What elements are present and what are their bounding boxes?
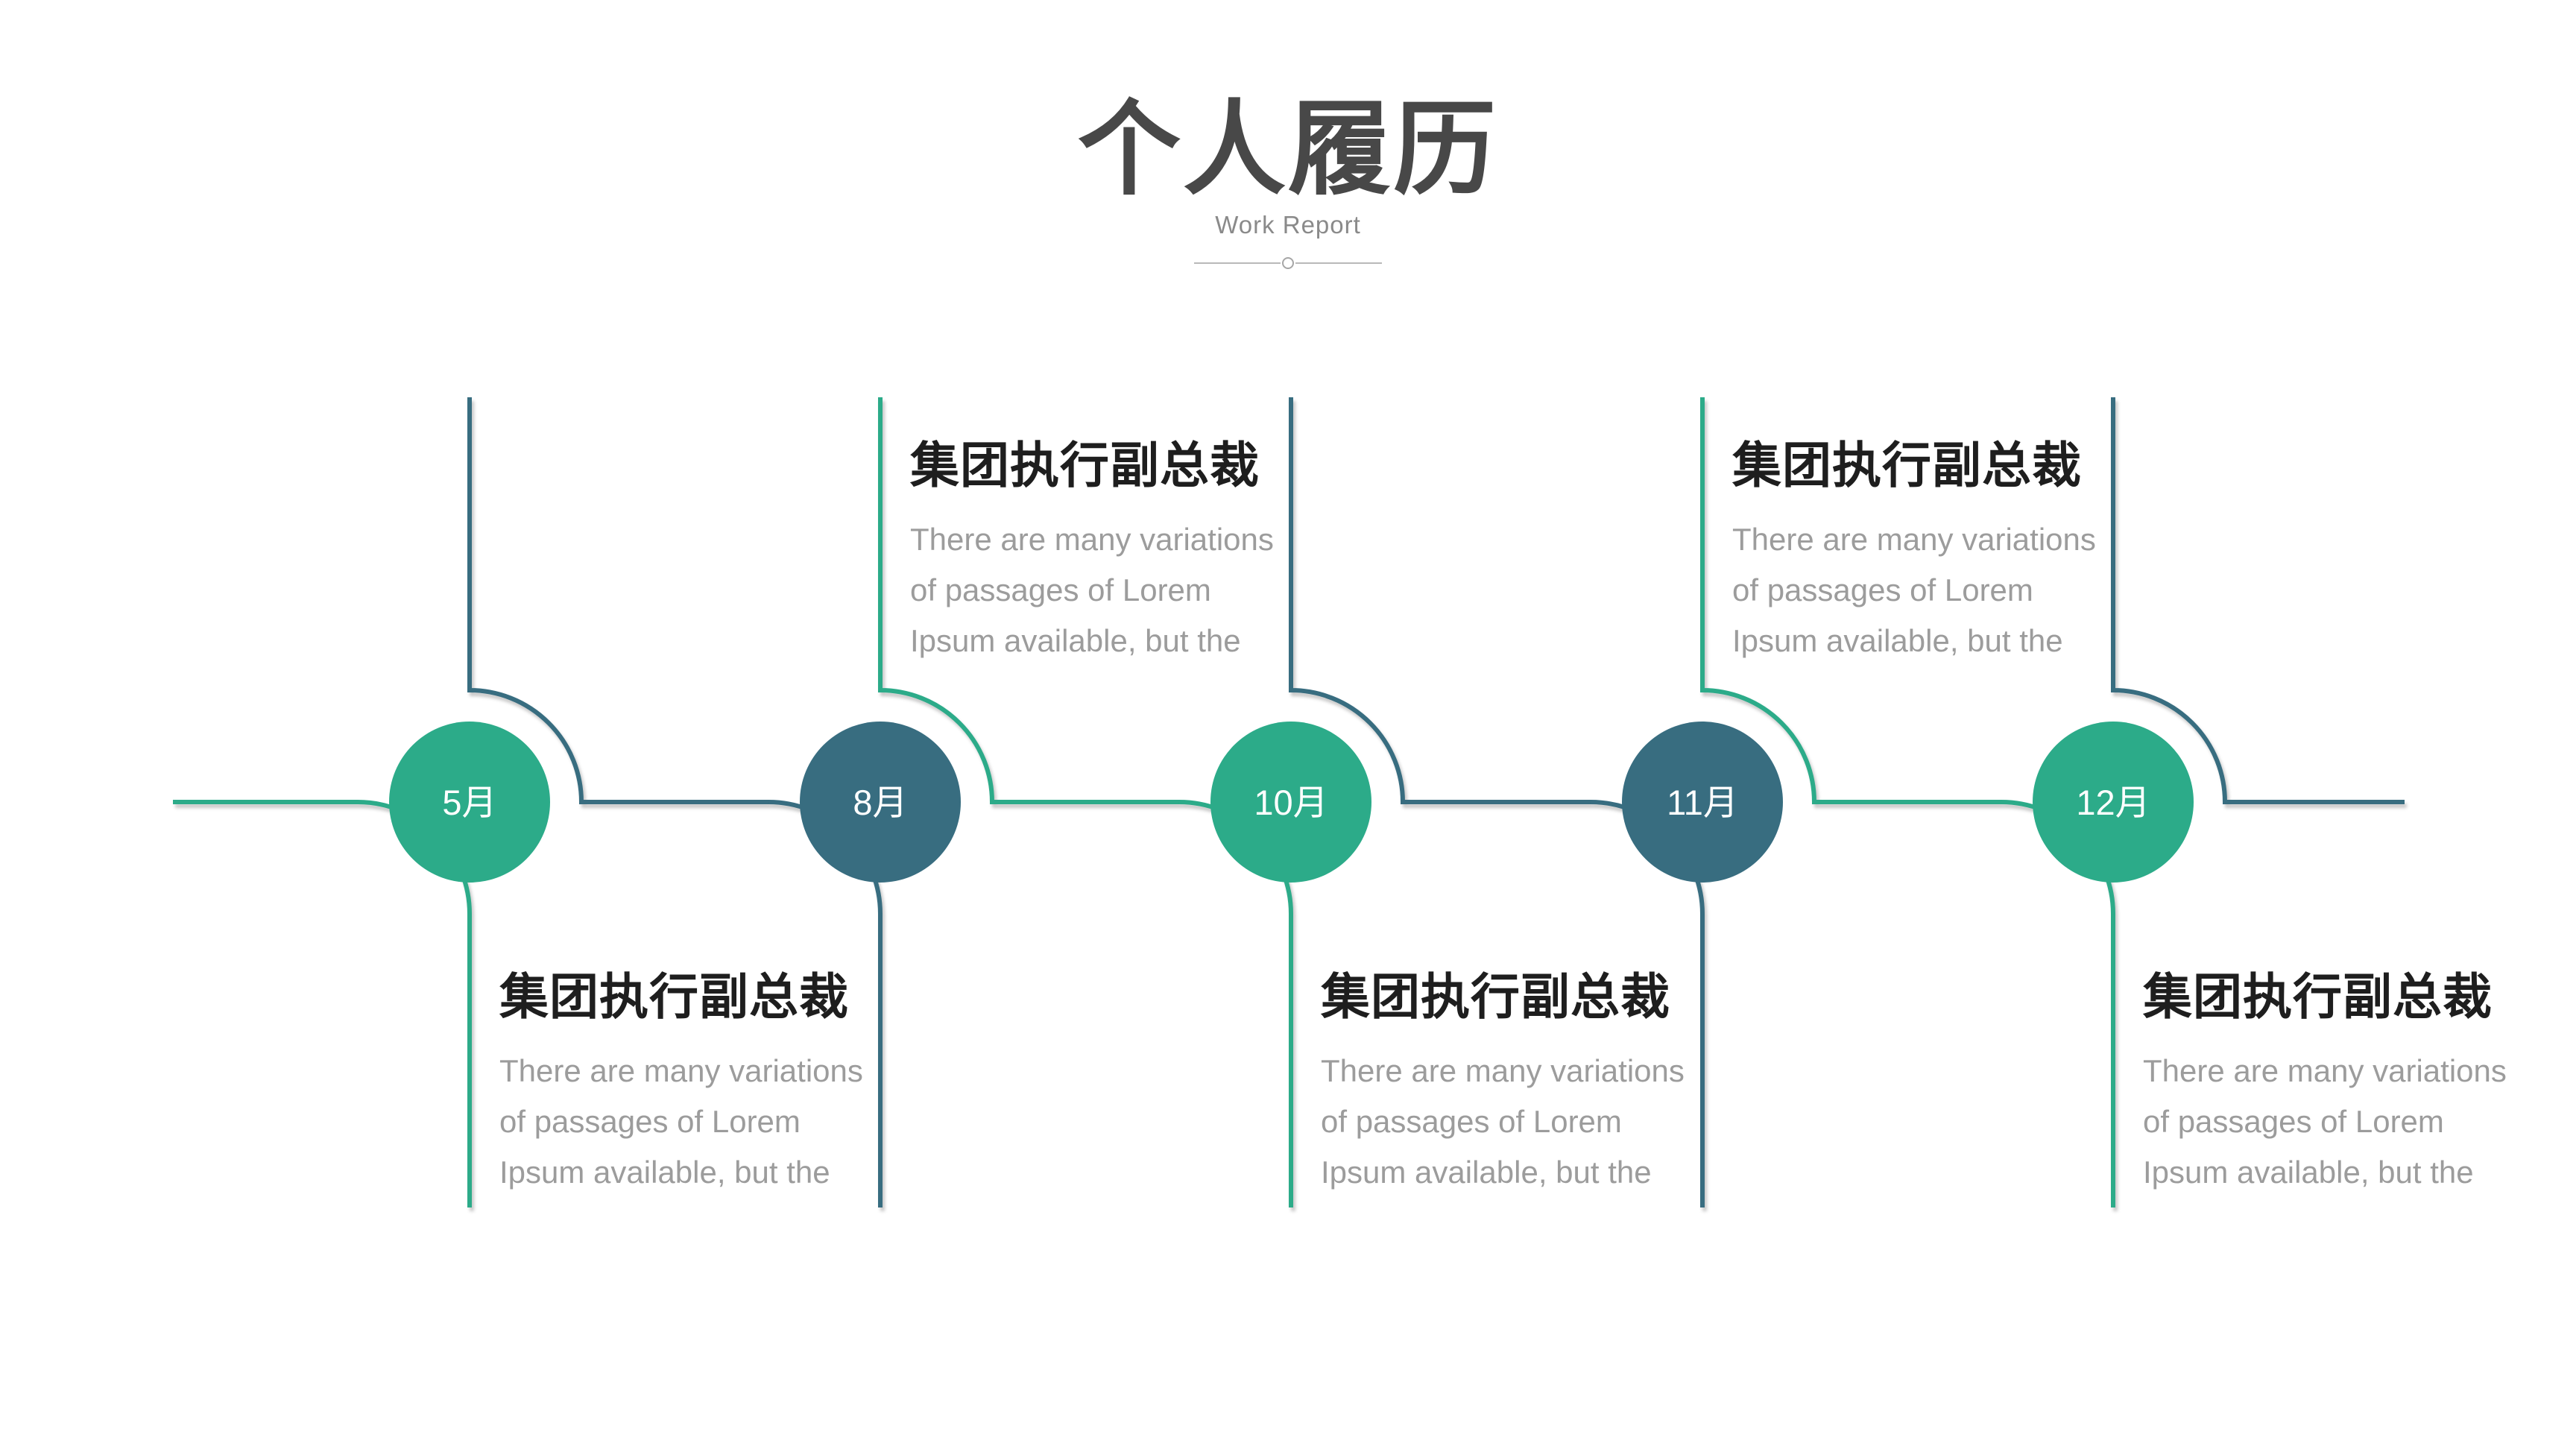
timeline-node-body: There are many variations of passages of …	[499, 1046, 863, 1198]
slide-subtitle: Work Report	[1215, 211, 1361, 239]
timeline-path-out-4	[2111, 397, 2405, 804]
timeline-node-text: 集团执行副总裁 There are many variations of pass…	[1321, 967, 1685, 1198]
timeline-node-circle: 11月	[1622, 722, 1783, 883]
timeline-node-body: There are many variations of passages of …	[1321, 1046, 1685, 1198]
timeline-node-heading: 集团执行副总裁	[1321, 969, 1670, 1024]
timeline-path-out-0	[467, 397, 768, 804]
timeline-node-body-line: Ipsum available, but the	[1732, 623, 2063, 659]
timeline-node-body-line: There are many variations	[910, 522, 1274, 558]
timeline-node-body-line: Ipsum available, but the	[910, 623, 1241, 659]
timeline-path-out-1	[878, 397, 1179, 804]
timeline-node-month: 10月	[1254, 782, 1328, 822]
slide-title: 个人履历	[1077, 92, 1498, 207]
divider-ring-icon	[1282, 257, 1294, 269]
timeline-node-body: There are many variations of passages of …	[910, 514, 1274, 666]
timeline-node-circle: 12月	[2033, 722, 2194, 883]
timeline-node-body-line: of passages of Lorem	[499, 1104, 801, 1140]
divider-line-right	[1295, 262, 1382, 264]
title-divider	[1194, 257, 1382, 269]
timeline-path-out-3	[1700, 397, 2001, 804]
timeline-node-body-line: Ipsum available, but the	[1321, 1155, 1652, 1190]
timeline-node-heading: 集团执行副总裁	[910, 438, 1260, 493]
timeline-node-body: There are many variations of passages of …	[2143, 1046, 2507, 1198]
timeline-node-month: 12月	[2076, 782, 2150, 822]
timeline-node-month: 11月	[1667, 782, 1738, 822]
timeline-node-month: 8月	[853, 782, 908, 822]
timeline-node-text: 集团执行副总裁 There are many variations of pass…	[499, 967, 863, 1198]
timeline-node-body-line: Ipsum available, but the	[499, 1155, 830, 1190]
timeline-node-text: 集团执行副总裁 There are many variations of pass…	[910, 436, 1274, 666]
timeline-node-body-line: of passages of Lorem	[1321, 1104, 1622, 1140]
timeline-node-circle: 8月	[800, 722, 961, 883]
timeline-node-text: 集团执行副总裁 There are many variations of pass…	[1732, 436, 2096, 666]
timeline-node-body-line: of passages of Lorem	[2143, 1104, 2444, 1140]
timeline-node-body-line: There are many variations	[2143, 1053, 2507, 1089]
timeline-node-body: There are many variations of passages of …	[1732, 514, 2096, 666]
timeline-node-body-line: of passages of Lorem	[1732, 572, 2033, 608]
timeline-node-body-line: Ipsum available, but the	[2143, 1155, 2474, 1190]
timeline-path-out-2	[1289, 397, 1591, 804]
timeline-node-body-line: of passages of Lorem	[910, 572, 1211, 608]
timeline-node-body-line: There are many variations	[499, 1053, 863, 1089]
timeline-node-heading: 集团执行副总裁	[499, 969, 849, 1024]
timeline-node-body-line: There are many variations	[1732, 522, 2096, 558]
timeline-node-month: 5月	[442, 782, 497, 822]
timeline-node-heading: 集团执行副总裁	[1732, 438, 2082, 493]
timeline-node-circle: 10月	[1210, 722, 1371, 883]
timeline-node-heading: 集团执行副总裁	[2143, 969, 2493, 1024]
timeline-node-body-line: There are many variations	[1321, 1053, 1685, 1089]
timeline-node-text: 集团执行副总裁 There are many variations of pass…	[2143, 967, 2507, 1198]
divider-line-left	[1194, 262, 1281, 264]
timeline-node-circle: 5月	[389, 722, 550, 883]
